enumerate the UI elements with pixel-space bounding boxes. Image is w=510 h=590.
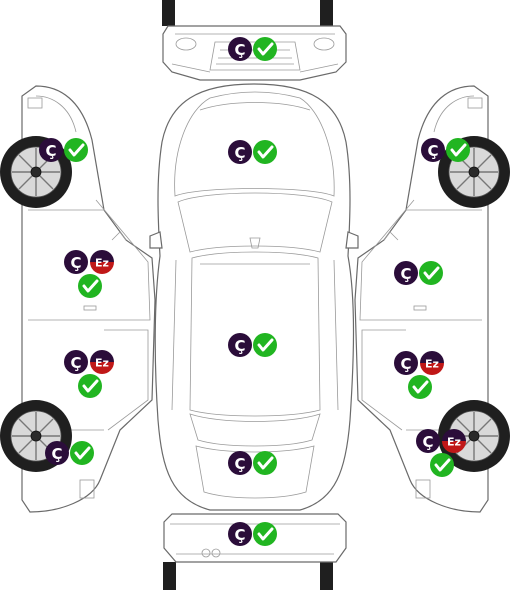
paint-badge[interactable]: Ç (45, 441, 69, 465)
paint-badge-label: Ç (422, 433, 433, 451)
paint-badge-label: Ç (427, 142, 438, 160)
paint-badge[interactable]: Ç (228, 37, 252, 61)
panel-markers-left-rear-door: Ç Ez (64, 350, 114, 398)
paint-badge-label: Ç (400, 355, 411, 373)
paint-badge[interactable]: Ç (64, 350, 88, 374)
paint-badge[interactable]: Ç (228, 522, 252, 546)
paint-badge-label: Ç (234, 455, 245, 473)
panel-markers-trunk: Ç (228, 451, 277, 475)
ok-check-icon[interactable] (430, 453, 454, 477)
rear-left-tyre-stub (163, 562, 176, 590)
repair-badge-label: Ez (95, 357, 109, 370)
paint-badge-label: Ç (70, 254, 81, 272)
panel-markers-left-rear-fender: Ç (45, 441, 94, 465)
panel-markers-left-front-fender: Ç (39, 138, 88, 162)
repair-badge[interactable]: Ez (442, 429, 466, 453)
paint-badge-label: Ç (234, 526, 245, 544)
paint-badge-label: Ç (234, 144, 245, 162)
windshield (177, 192, 333, 253)
paint-badge[interactable]: Ç (416, 429, 440, 453)
rear-right-tyre-stub (320, 562, 333, 590)
repair-badge-label: Ez (425, 358, 439, 371)
ok-check-icon[interactable] (64, 138, 88, 162)
right-mirror (345, 231, 359, 249)
roof-outline[interactable] (189, 251, 321, 417)
ok-check-icon[interactable] (253, 37, 277, 61)
ok-check-icon[interactable] (78, 274, 102, 298)
paint-badge-label: Ç (234, 337, 245, 355)
paint-badge[interactable]: Ç (228, 140, 252, 164)
ok-check-icon[interactable] (408, 375, 432, 399)
trunk-outline[interactable] (195, 445, 315, 499)
hood-outline[interactable] (174, 91, 335, 197)
panel-markers-right-rear-door: Ç Ez (394, 351, 444, 399)
paint-badge[interactable]: Ç (39, 138, 63, 162)
paint-badge-label: Ç (45, 142, 56, 160)
paint-badge[interactable]: Ç (228, 333, 252, 357)
rear-window (189, 413, 321, 447)
paint-badge[interactable]: Ç (394, 351, 418, 375)
panel-markers-right-rear-fender: Ç Ez (416, 429, 466, 477)
paint-badge[interactable]: Ç (394, 261, 418, 285)
paint-badge-label: Ç (400, 265, 411, 283)
ok-check-icon[interactable] (253, 333, 277, 357)
car-top-view (149, 83, 359, 511)
paint-badge[interactable]: Ç (228, 451, 252, 475)
ok-check-icon[interactable] (419, 261, 443, 285)
repair-badge[interactable]: Ez (90, 250, 114, 274)
front-bumper-panel[interactable] (162, 0, 347, 81)
paint-badge-label: Ç (51, 445, 62, 463)
panel-markers-roof: Ç (228, 333, 277, 357)
rear-bumper-panel[interactable] (163, 513, 347, 590)
panel-markers-front-bumper: Ç (228, 37, 277, 61)
front-left-tyre-stub (162, 0, 175, 26)
panel-markers-hood: Ç (228, 140, 277, 164)
paint-badge-label: Ç (234, 41, 245, 59)
repair-badge-label: Ez (95, 257, 109, 270)
paint-badge[interactable]: Ç (421, 138, 445, 162)
ok-check-icon[interactable] (253, 522, 277, 546)
ok-check-icon[interactable] (253, 451, 277, 475)
panel-markers-right-front-fender: Ç (421, 138, 470, 162)
paint-badge[interactable]: Ç (64, 250, 88, 274)
paint-badge-label: Ç (70, 354, 81, 372)
ok-check-icon[interactable] (70, 441, 94, 465)
repair-badge[interactable]: Ez (420, 351, 444, 375)
panel-markers-left-front-door: Ç Ez (64, 250, 114, 298)
ok-check-icon[interactable] (253, 140, 277, 164)
left-mirror (149, 231, 163, 249)
panel-markers-right-front-door: Ç (394, 261, 443, 285)
repair-badge-label: Ez (447, 436, 461, 449)
panel-markers-rear-bumper: Ç (228, 522, 277, 546)
ok-check-icon[interactable] (78, 374, 102, 398)
repair-badge[interactable]: Ez (90, 350, 114, 374)
front-right-tyre-stub (320, 0, 333, 26)
ok-check-icon[interactable] (446, 138, 470, 162)
